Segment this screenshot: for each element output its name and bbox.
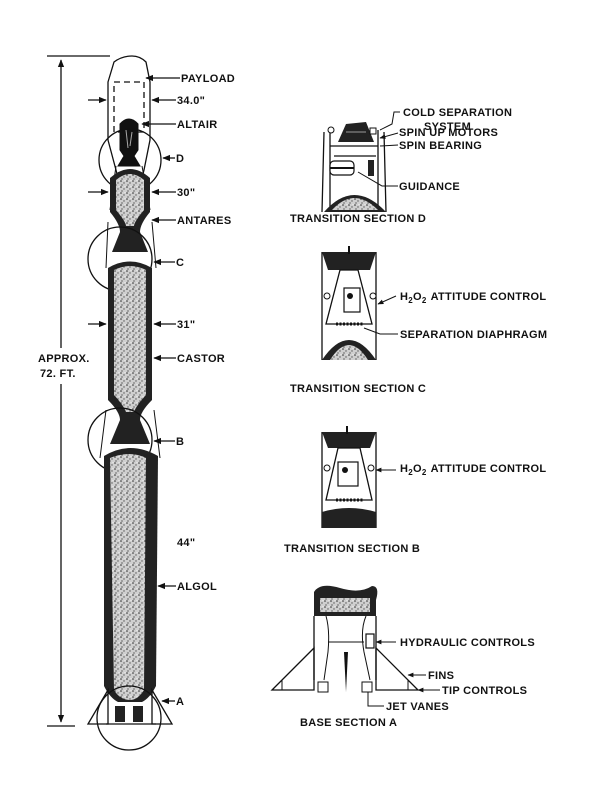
attitude-c-leader <box>377 295 397 305</box>
length-label: APPROX. <box>38 353 90 365</box>
detail-section-a: HYDRAULIC CONTROLS FINS TIP CONTROLS JET… <box>270 585 535 729</box>
payload-fairing <box>107 55 151 179</box>
interstage-c-left <box>105 221 109 269</box>
spin-motor-right <box>369 127 377 135</box>
detail-section-d: COLD SEPARATION SYSTEM SPIN UP MOTORS SP… <box>290 107 512 225</box>
payload-label: PAYLOAD <box>181 73 235 85</box>
attitude-jet-right-b <box>367 464 375 472</box>
antares-diameter-label: 30" <box>177 187 195 199</box>
base-centerline-probe <box>344 652 348 692</box>
jet-vanes-leader <box>367 692 384 707</box>
altair-texture <box>125 129 133 149</box>
guidance-label: GUIDANCE <box>399 181 460 193</box>
section-d-label: D <box>176 153 184 165</box>
castor-nozzle-b <box>322 432 376 448</box>
algol-label: ALGOL <box>177 581 217 593</box>
section-c-label: C <box>176 257 184 269</box>
vehicle-callouts: PAYLOAD 34.0" ALTAIR D 30" ANTARES C 31"… <box>88 73 235 708</box>
castor-label: CASTOR <box>177 353 225 365</box>
section-b-caption: TRANSITION SECTION B <box>284 543 420 555</box>
antares-nozzle-c <box>322 252 376 270</box>
length-label-bg <box>28 348 90 384</box>
section-a-caption: BASE SECTION A <box>300 717 397 729</box>
antares-propellant <box>116 174 144 226</box>
length-value: 72. FT. <box>40 368 76 380</box>
payload-diameter-label: 34.0" <box>177 95 205 107</box>
algol-propellant <box>110 454 146 700</box>
section-c-caption: TRANSITION SECTION C <box>290 383 426 395</box>
base-fin-right <box>375 646 420 691</box>
spin-bearing-label: SPIN BEARING <box>399 140 482 152</box>
attitude-jet-left-b <box>323 464 331 472</box>
castor-propellant <box>114 266 146 412</box>
spin-motor-left <box>327 126 335 134</box>
tip-controls-label: TIP CONTROLS <box>442 685 527 697</box>
hydraulic-controls-label: HYDRAULIC CONTROLS <box>400 637 535 649</box>
separation-leader <box>363 327 398 335</box>
attitude-jet-right-c <box>369 292 377 300</box>
equipment-box-c <box>343 287 361 313</box>
cold-separation-label: COLD SEPARATION <box>403 107 512 119</box>
interstage-c-right <box>151 221 157 269</box>
guidance-box <box>368 160 374 176</box>
algol-dome-b <box>322 508 376 528</box>
spin-up-motors-label: SPIN UP MOTORS <box>399 127 498 139</box>
jet-vane-right <box>361 681 373 693</box>
nozzle-left <box>115 706 125 722</box>
vehicle-body <box>86 55 174 751</box>
cold-separation-label-2: SYSTEM <box>424 121 471 133</box>
jet-vane-left <box>317 681 329 693</box>
overall-length-dimension: APPROX. 72. FT. <box>28 55 110 727</box>
guidance-leader <box>357 171 398 187</box>
transition-cone-b <box>325 447 373 501</box>
fins-label: FINS <box>428 670 454 682</box>
section-b-label: B <box>176 436 184 448</box>
cold-sep-leader <box>379 111 400 131</box>
transition-cone-c <box>325 269 373 325</box>
altair-motor <box>117 118 141 167</box>
spin-bearing-leader <box>379 144 399 147</box>
fin-right <box>151 687 174 725</box>
nozzle-right <box>133 706 143 722</box>
section-a-circle <box>96 685 162 751</box>
attitude-jet-left-c <box>323 292 331 300</box>
base-nozzle-lines <box>323 615 371 681</box>
base-fin-left <box>270 646 315 691</box>
interstage-b-left <box>99 409 107 459</box>
separation-diaphragm-label: SEPARATION DIAPHRAGM <box>400 329 547 341</box>
jet-vanes-label: JET VANES <box>386 701 449 713</box>
section-a-label: A <box>176 696 184 708</box>
antares-label: ANTARES <box>177 215 231 227</box>
algol-diameter-label: 44" <box>177 537 195 549</box>
hydraulic-control-box <box>365 633 375 649</box>
altair-label: ALTAIR <box>177 119 218 131</box>
interstage-b-right <box>153 409 161 459</box>
section-d-caption: TRANSITION SECTION D <box>290 213 426 225</box>
equipment-box-b <box>337 461 359 487</box>
fin-left <box>86 687 109 725</box>
spin-up-leader <box>379 132 399 139</box>
section-c-walls <box>321 252 377 360</box>
castor-diameter-label: 31" <box>177 319 195 331</box>
